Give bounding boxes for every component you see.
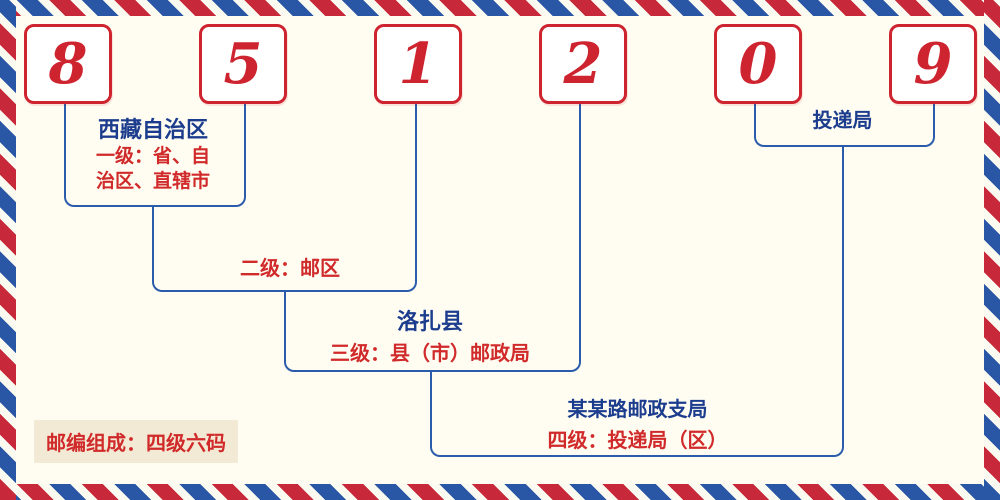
- digit-2: 5: [223, 31, 263, 97]
- level1-description: 一级：省、自 治区、直辖市: [95, 145, 210, 192]
- level3-connector-left: [284, 290, 434, 372]
- level2-connector-right: [284, 98, 417, 292]
- level2-connector-left: [152, 205, 288, 292]
- level4-description: 四级：投递局（区）: [547, 428, 728, 452]
- airmail-border-bottom: [0, 484, 1000, 500]
- postal-code-composition-note: 邮编组成：四级六码: [34, 420, 238, 463]
- digit-box-4: 2: [539, 24, 627, 104]
- digit-box-5: 0: [714, 24, 802, 104]
- digit-3: 1: [398, 31, 438, 97]
- level3-connector-right: [430, 98, 581, 372]
- level3-county-name: 洛扎县: [396, 310, 463, 335]
- airmail-border-right: [984, 0, 1000, 500]
- level4-branch-name: 某某路邮政支局: [567, 397, 708, 421]
- delivery-office-label: 投递局: [812, 108, 873, 132]
- digit-4: 2: [563, 31, 603, 97]
- digit-1: 8: [48, 31, 88, 97]
- digit-box-6: 9: [889, 24, 977, 104]
- airmail-border-top: [0, 0, 1000, 16]
- level4-connector-right: [642, 145, 844, 457]
- airmail-border-left: [0, 0, 16, 500]
- digit-box-2: 5: [199, 24, 287, 104]
- level4-connector-left: [430, 370, 644, 457]
- delivery-bracket-line: [754, 98, 935, 147]
- digit-box-3: 1: [374, 24, 462, 104]
- level3-description: 三级：县（市）邮政局: [330, 341, 530, 365]
- digit-5: 0: [738, 31, 778, 97]
- level1-region-name: 西藏自治区: [97, 118, 208, 143]
- level2-description: 二级：邮区: [240, 256, 340, 280]
- digit-box-1: 8: [24, 24, 112, 104]
- digit-6: 9: [913, 31, 953, 97]
